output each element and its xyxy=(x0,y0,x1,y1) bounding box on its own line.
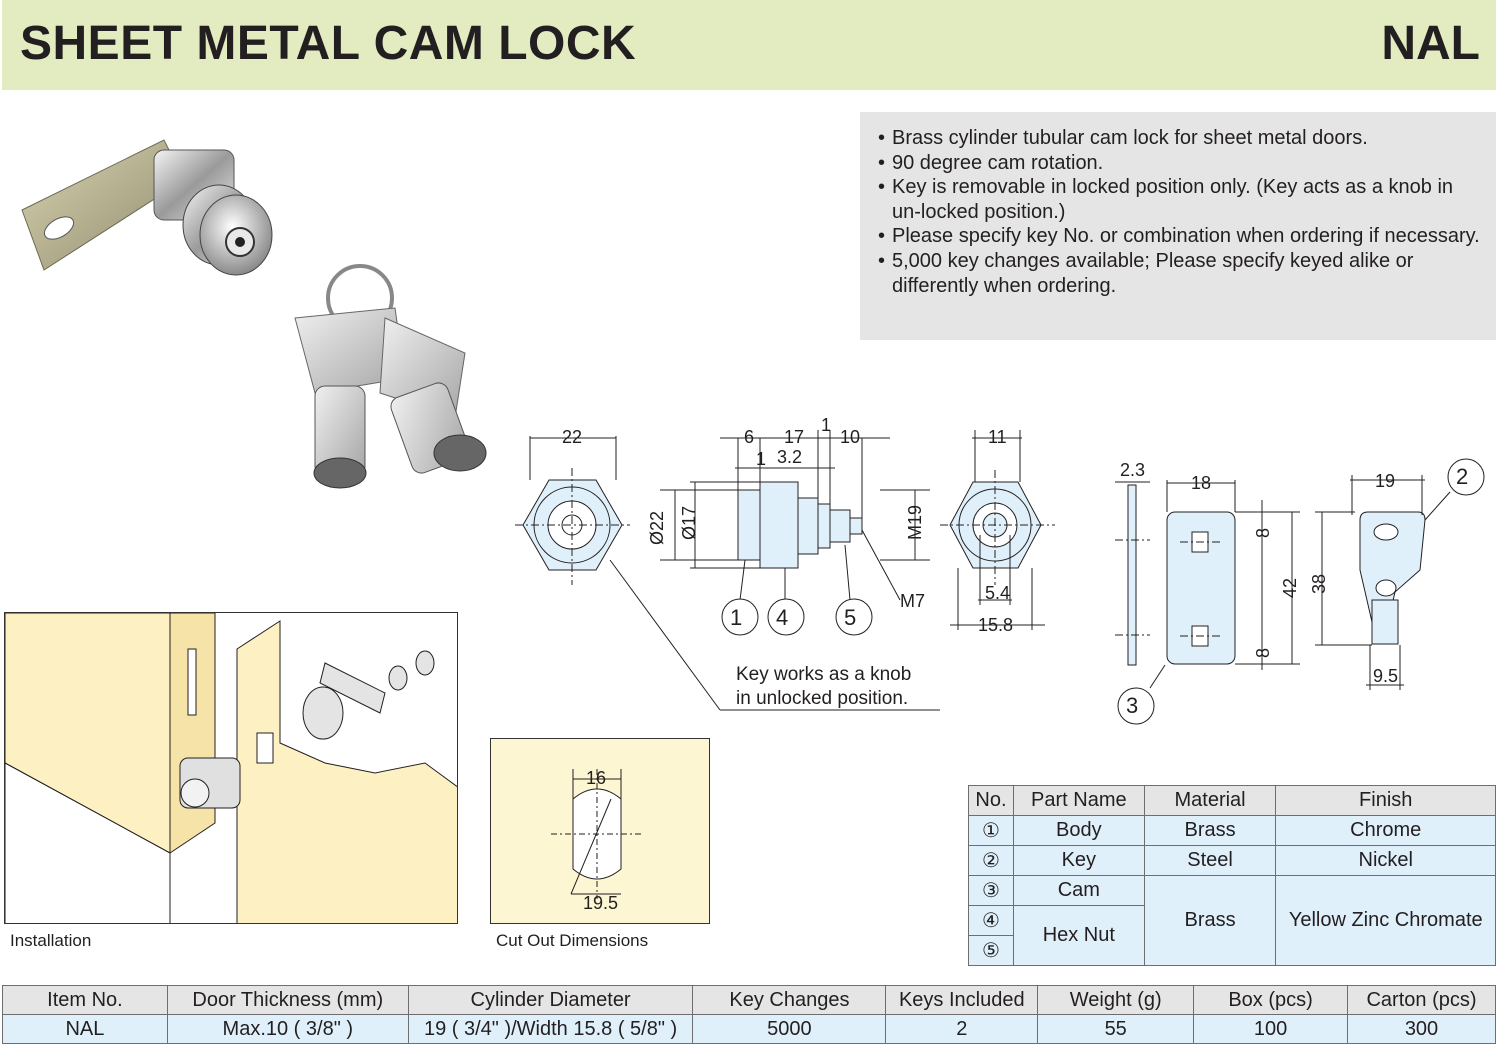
features-panel: Brass cylinder tubular cam lock for shee… xyxy=(860,112,1496,340)
spec-cell: Max.10 ( 3/8" ) xyxy=(166,1014,409,1044)
table-row: ① Body Brass Chrome xyxy=(968,815,1496,846)
dim-front-width: 22 xyxy=(562,427,583,447)
dim-label: 8 xyxy=(1253,527,1273,538)
drawing-note: in unlocked position. xyxy=(736,688,909,709)
dim-thread: M19 xyxy=(905,504,925,540)
feature-item: Please specify key No. or combination wh… xyxy=(878,224,1484,249)
key-view xyxy=(1315,458,1485,690)
spec-cell: 300 xyxy=(1347,1014,1496,1044)
dim-label: 9.5 xyxy=(1373,666,1399,686)
part-finish: Yellow Zinc Chromate xyxy=(1275,875,1496,966)
dim-label: 19 xyxy=(1375,471,1396,491)
dim-label: 11 xyxy=(988,427,1007,447)
dim-label: 38 xyxy=(1309,573,1329,594)
spec-header: Weight (g) xyxy=(1037,985,1195,1015)
cam-view xyxy=(1115,480,1300,725)
callout-4: 4 xyxy=(776,605,789,630)
callout-5: 5 xyxy=(844,605,857,630)
dim-inner-diameter: Ø17 xyxy=(679,505,699,540)
table-row: NAL Max.10 ( 3/8" ) 19 ( 3/4" )/Width 15… xyxy=(2,1014,1496,1044)
dim-label: 1 xyxy=(756,449,767,469)
parts-header-finish: Finish xyxy=(1275,785,1496,816)
spec-table: Item No. Door Thickness (mm) Cylinder Di… xyxy=(2,985,1496,1044)
dim-label: 10 xyxy=(840,427,861,447)
cutout-width: 16 xyxy=(586,768,607,788)
technical-drawing xyxy=(515,430,1485,725)
dim-label: 3.2 xyxy=(777,447,803,467)
part-no: ① xyxy=(968,815,1014,846)
callout-3: 3 xyxy=(1126,693,1139,718)
dim-label: 2.3 xyxy=(1120,460,1146,480)
part-no: ③ xyxy=(968,875,1014,906)
part-no: ② xyxy=(968,845,1014,876)
callout-1: 1 xyxy=(730,605,743,630)
front-view xyxy=(515,436,940,711)
part-no: ⑤ xyxy=(968,935,1014,966)
feature-item: 5,000 key changes available; Please spec… xyxy=(878,249,1484,298)
cutout-illustration: 16 19.5 xyxy=(490,738,710,924)
parts-header-name: Part Name xyxy=(1012,785,1145,816)
spec-cell: 2 xyxy=(885,1014,1039,1044)
parts-header-material: Material xyxy=(1143,785,1277,816)
keys-photo xyxy=(294,264,487,489)
dim-stud: M7 xyxy=(900,591,926,611)
spec-header: Carton (pcs) xyxy=(1347,985,1496,1015)
spec-header: Key Changes xyxy=(692,985,887,1015)
part-name: Body xyxy=(1012,815,1145,846)
table-row: ④ Hex Nut xyxy=(968,905,1496,966)
installation-illustration xyxy=(4,612,458,924)
table-row: ② Key Steel Nickel xyxy=(968,845,1496,876)
part-finish: Chrome xyxy=(1275,815,1496,846)
part-material: Steel xyxy=(1143,845,1277,876)
parts-header-no: No. xyxy=(968,785,1014,816)
dim-label: 17 xyxy=(784,427,805,447)
spec-header: Keys Included xyxy=(885,985,1039,1015)
spec-header: Box (pcs) xyxy=(1193,985,1349,1015)
dim-label: 1 xyxy=(821,415,832,435)
part-name: Hex Nut xyxy=(1012,905,1145,966)
dim-outer-diameter: Ø22 xyxy=(647,510,667,545)
part-material: Brass xyxy=(1143,815,1277,846)
table-row: ⑤ xyxy=(968,935,1496,966)
dim-label: 42 xyxy=(1280,577,1300,598)
dim-label: 15.8 xyxy=(978,615,1014,635)
cam-lock-photo xyxy=(21,139,273,276)
page-title: SHEET METAL CAM LOCK xyxy=(20,17,637,70)
spec-header: Item No. xyxy=(2,985,168,1015)
cutout-diameter: 19.5 xyxy=(583,893,619,913)
header-banner xyxy=(2,0,1496,90)
part-name: Cam xyxy=(1012,875,1145,906)
cutout-caption: Cut Out Dimensions xyxy=(496,931,649,950)
callout-2: 2 xyxy=(1456,464,1469,489)
part-finish: Nickel xyxy=(1275,845,1496,876)
table-row: ③ Cam Brass Yellow Zinc Chromate xyxy=(968,875,1496,966)
spec-cell: NAL xyxy=(2,1014,168,1044)
model-code: NAL xyxy=(1381,17,1480,70)
parts-table: No. Part Name Material Finish ① Body Bra… xyxy=(968,785,1496,966)
side-view xyxy=(660,430,930,636)
rear-view xyxy=(940,430,1055,630)
dim-label: 18 xyxy=(1191,473,1212,493)
feature-item: Key is removable in locked position only… xyxy=(878,175,1484,224)
feature-item: Brass cylinder tubular cam lock for shee… xyxy=(878,126,1484,151)
dim-label: 5.4 xyxy=(985,583,1011,603)
drawing-note: Key works as a knob xyxy=(736,664,912,685)
feature-item: 90 degree cam rotation. xyxy=(878,151,1484,176)
dim-label: 6 xyxy=(744,427,755,447)
part-no: ④ xyxy=(968,905,1014,936)
part-material: Brass xyxy=(1143,875,1277,966)
spec-cell: 5000 xyxy=(692,1014,887,1044)
spec-cell: 55 xyxy=(1037,1014,1195,1044)
spec-cell: 19 ( 3/4" )/Width 15.8 ( 5/8" ) xyxy=(407,1014,694,1044)
part-name: Key xyxy=(1012,845,1145,876)
spec-cell: 100 xyxy=(1193,1014,1349,1044)
spec-header: Cylinder Diameter xyxy=(407,985,694,1015)
installation-caption: Installation xyxy=(10,931,92,950)
dim-label: 8 xyxy=(1253,647,1273,658)
spec-header: Door Thickness (mm) xyxy=(166,985,409,1015)
